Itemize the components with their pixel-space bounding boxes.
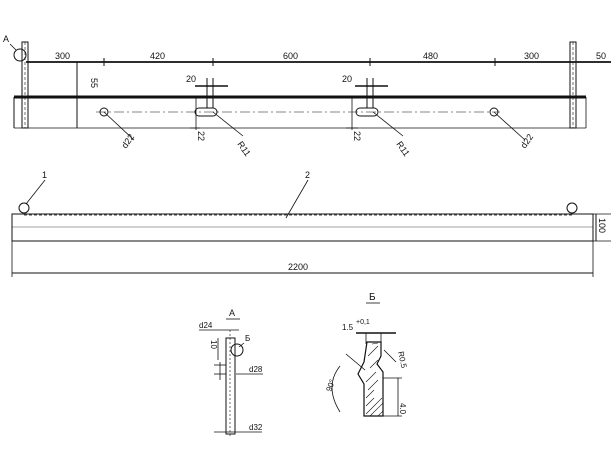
detail-a-post bbox=[225, 337, 236, 435]
radius-right-label: R11 bbox=[394, 139, 411, 158]
detail-b-radius: R0.5 bbox=[396, 351, 408, 370]
detail-b-depth: 4.0 bbox=[398, 403, 407, 415]
callout-a-label: A bbox=[3, 34, 9, 44]
detail-a-10: 10 bbox=[209, 340, 218, 349]
detail-a-ring bbox=[230, 343, 244, 357]
detail-a-mark-b: Б bbox=[245, 334, 250, 343]
slot-right-width: 20 bbox=[342, 74, 352, 84]
dim-300-left: 300 bbox=[55, 51, 70, 61]
balloon-2: 2 bbox=[305, 170, 310, 180]
front-view: 1 2 2200 100 bbox=[11, 170, 611, 277]
detail-b-dim-15: 1.5 bbox=[342, 323, 354, 332]
detail-a-d24: d24 bbox=[199, 321, 213, 330]
detail-b-title: Б bbox=[369, 292, 376, 303]
slot-left-width: 20 bbox=[186, 74, 196, 84]
detail-b-angle-arc bbox=[331, 365, 341, 413]
hole-left bbox=[99, 107, 109, 117]
end-ring-left bbox=[18, 202, 30, 214]
dim-300-right: 300 bbox=[524, 51, 539, 61]
detail-a-d32: d32 bbox=[249, 423, 263, 432]
detail-b-hatch bbox=[365, 342, 384, 417]
detail-b-tol: +0,1 bbox=[356, 319, 370, 326]
callout-a-circle bbox=[13, 48, 27, 62]
height-dim: 100 bbox=[597, 218, 607, 233]
slot-right-height: 22 bbox=[352, 131, 362, 141]
detail-a: A d24 10 Б d28 d32 bbox=[199, 308, 263, 436]
detail-a-title: A bbox=[229, 308, 235, 318]
dim-600: 600 bbox=[283, 51, 298, 61]
hole-right bbox=[489, 107, 499, 117]
detail-b: Б 1.5 +0,1 R0.5 90° 4.0 bbox=[324, 292, 408, 417]
slot-left bbox=[194, 107, 218, 117]
dim-50: 50 bbox=[596, 51, 606, 61]
radius-left-label: R11 bbox=[235, 139, 252, 158]
balloon-1: 1 bbox=[42, 170, 47, 180]
length-dim: 2200 bbox=[288, 262, 308, 272]
hole-left-label: d22 bbox=[119, 132, 136, 150]
dim-55: 55 bbox=[89, 78, 99, 88]
dim-480: 480 bbox=[423, 51, 438, 61]
beam-body bbox=[11, 213, 594, 242]
slot-left-height: 22 bbox=[196, 131, 206, 141]
top-view: A 300 420 600 480 300 50 55 d22 d22 20 2… bbox=[3, 34, 611, 158]
detail-b-angle: 90° bbox=[324, 378, 337, 392]
hole-right-label: d22 bbox=[518, 132, 535, 150]
detail-a-d28: d28 bbox=[249, 365, 263, 374]
dim-420: 420 bbox=[150, 51, 165, 61]
end-ring-right bbox=[566, 202, 578, 214]
